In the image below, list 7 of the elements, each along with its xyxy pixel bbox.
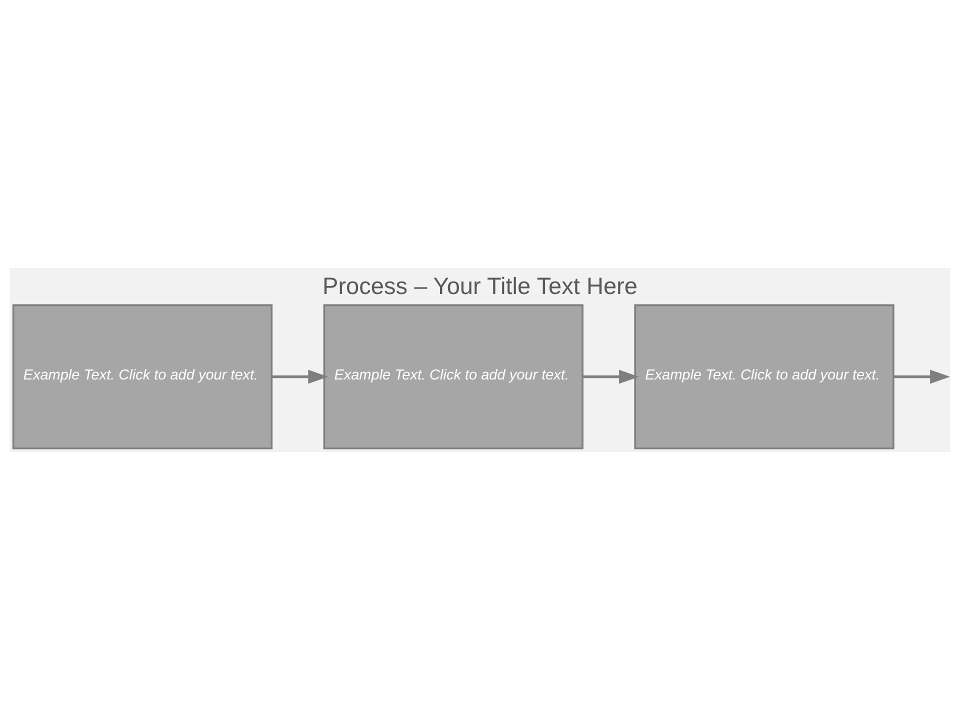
node-box: Example Text. Click to add your text. (323, 304, 584, 450)
node-box: Example Text. Click to add your text. (634, 304, 894, 450)
arrow (893, 370, 950, 384)
arrow (582, 370, 639, 384)
arrow (272, 370, 328, 384)
diagram-title: Process – Your Title Text Here (322, 273, 638, 300)
node-box: Example Text. Click to add your text. (12, 304, 273, 450)
